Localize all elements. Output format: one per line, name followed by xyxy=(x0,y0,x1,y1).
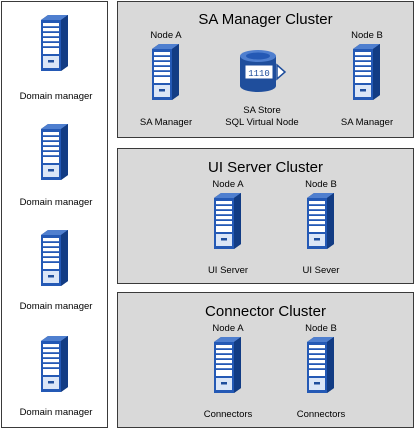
ui-server-cluster: UI Server Cluster Node A UI Server Node … xyxy=(117,148,414,284)
domain-manager-label: Domain manager xyxy=(19,197,93,208)
domain-manager-label: Domain manager xyxy=(19,407,93,418)
server-icon xyxy=(305,336,335,394)
server-icon xyxy=(39,229,69,287)
domain-manager-panel: Domain manager Domain manager Domain man… xyxy=(1,1,108,428)
server-icon xyxy=(39,123,69,181)
server-icon xyxy=(39,335,69,393)
node-b-label: Node B xyxy=(305,323,337,334)
cluster-title: UI Server Cluster xyxy=(207,159,324,176)
node-a-role: UI Server xyxy=(207,265,249,276)
store-label: SA Store xyxy=(243,105,281,116)
server-icon xyxy=(212,336,242,394)
node-b-role: Connectors xyxy=(296,409,346,420)
domain-manager-label: Domain manager xyxy=(19,91,93,102)
node-a-label: Node A xyxy=(212,323,244,334)
node-b-label: Node B xyxy=(305,179,337,190)
server-icon xyxy=(39,14,69,72)
database-icon: 1110 xyxy=(240,50,287,92)
connector-cluster: Connector Cluster Node A Connectors Node… xyxy=(117,292,414,428)
node-a-label: Node A xyxy=(150,30,182,41)
svg-text:1110: 1110 xyxy=(248,69,270,79)
server-icon xyxy=(305,192,335,250)
server-icon xyxy=(150,43,180,101)
domain-manager-label: Domain manager xyxy=(19,301,93,312)
cluster-title: Connector Cluster xyxy=(205,303,326,320)
store-sublabel: SQL Virtual Node xyxy=(225,117,299,128)
sa-manager-cluster: SA Manager Cluster Node A SA Manager 111… xyxy=(117,1,414,138)
node-a-role: Connectors xyxy=(203,409,253,420)
cluster-title: SA Manager Cluster xyxy=(198,11,333,28)
node-b-label: Node B xyxy=(351,30,383,41)
node-a-role: SA Manager xyxy=(139,117,193,128)
node-a-label: Node A xyxy=(212,179,244,190)
node-b-role: SA Manager xyxy=(340,117,394,128)
server-icon xyxy=(351,43,381,101)
node-b-role: UI Sever xyxy=(302,265,340,276)
server-icon xyxy=(212,192,242,250)
